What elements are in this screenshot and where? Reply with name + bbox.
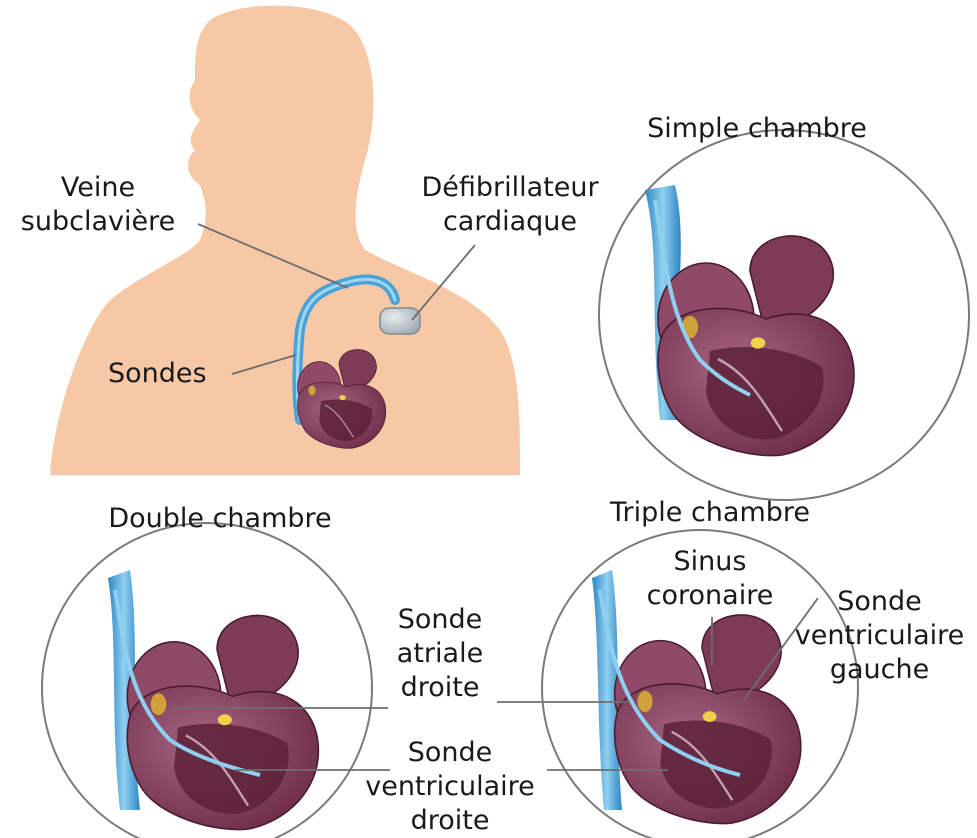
label-defib-line2: cardiaque xyxy=(400,205,620,239)
label-sonde-vg-line2: ventriculaire xyxy=(782,619,977,653)
simple-chambre-circle xyxy=(599,130,969,500)
label-sondes: Sondes xyxy=(108,357,207,391)
label-sonde-ventriculaire-droite: Sonde ventriculaire droite xyxy=(350,736,550,838)
label-sonde-ventriculaire-gauche: Sonde ventriculaire gauche xyxy=(782,585,977,687)
label-sinus-coronaire: Sinus coronaire xyxy=(630,545,790,613)
double-chambre-circle xyxy=(42,523,372,838)
label-veine-line1: Veine xyxy=(0,171,196,205)
label-veine-line2: subclavière xyxy=(0,205,196,239)
label-sonde-ad-line1: Sonde xyxy=(370,603,510,637)
label-sonde-atriale-droite: Sonde atriale droite xyxy=(370,603,510,705)
label-sonde-ad-line2: atriale xyxy=(370,637,510,671)
label-sonde-vd-line1: Sonde xyxy=(350,736,550,770)
label-sonde-vd-line2: ventriculaire xyxy=(350,770,550,804)
defibrillator-device xyxy=(380,308,420,334)
label-veine-subclaviere: Veine subclavière xyxy=(0,171,196,239)
label-defibrillateur-cardiaque: Défibrillateur cardiaque xyxy=(400,171,620,239)
label-triple-chambre: Triple chambre xyxy=(565,496,855,530)
label-sonde-vd-line3: droite xyxy=(350,804,550,838)
label-simple-chambre: Simple chambre xyxy=(612,112,902,146)
body-silhouette xyxy=(50,6,520,475)
label-defib-line1: Défibrillateur xyxy=(400,171,620,205)
label-double-chambre: Double chambre xyxy=(70,502,370,536)
label-sinus-line2: coronaire xyxy=(630,579,790,613)
label-sonde-vg-line3: gauche xyxy=(782,653,977,687)
label-sonde-vg-line1: Sonde xyxy=(782,585,977,619)
label-sonde-ad-line3: droite xyxy=(370,671,510,705)
label-sinus-line1: Sinus xyxy=(630,545,790,579)
torso-heart xyxy=(298,349,386,448)
